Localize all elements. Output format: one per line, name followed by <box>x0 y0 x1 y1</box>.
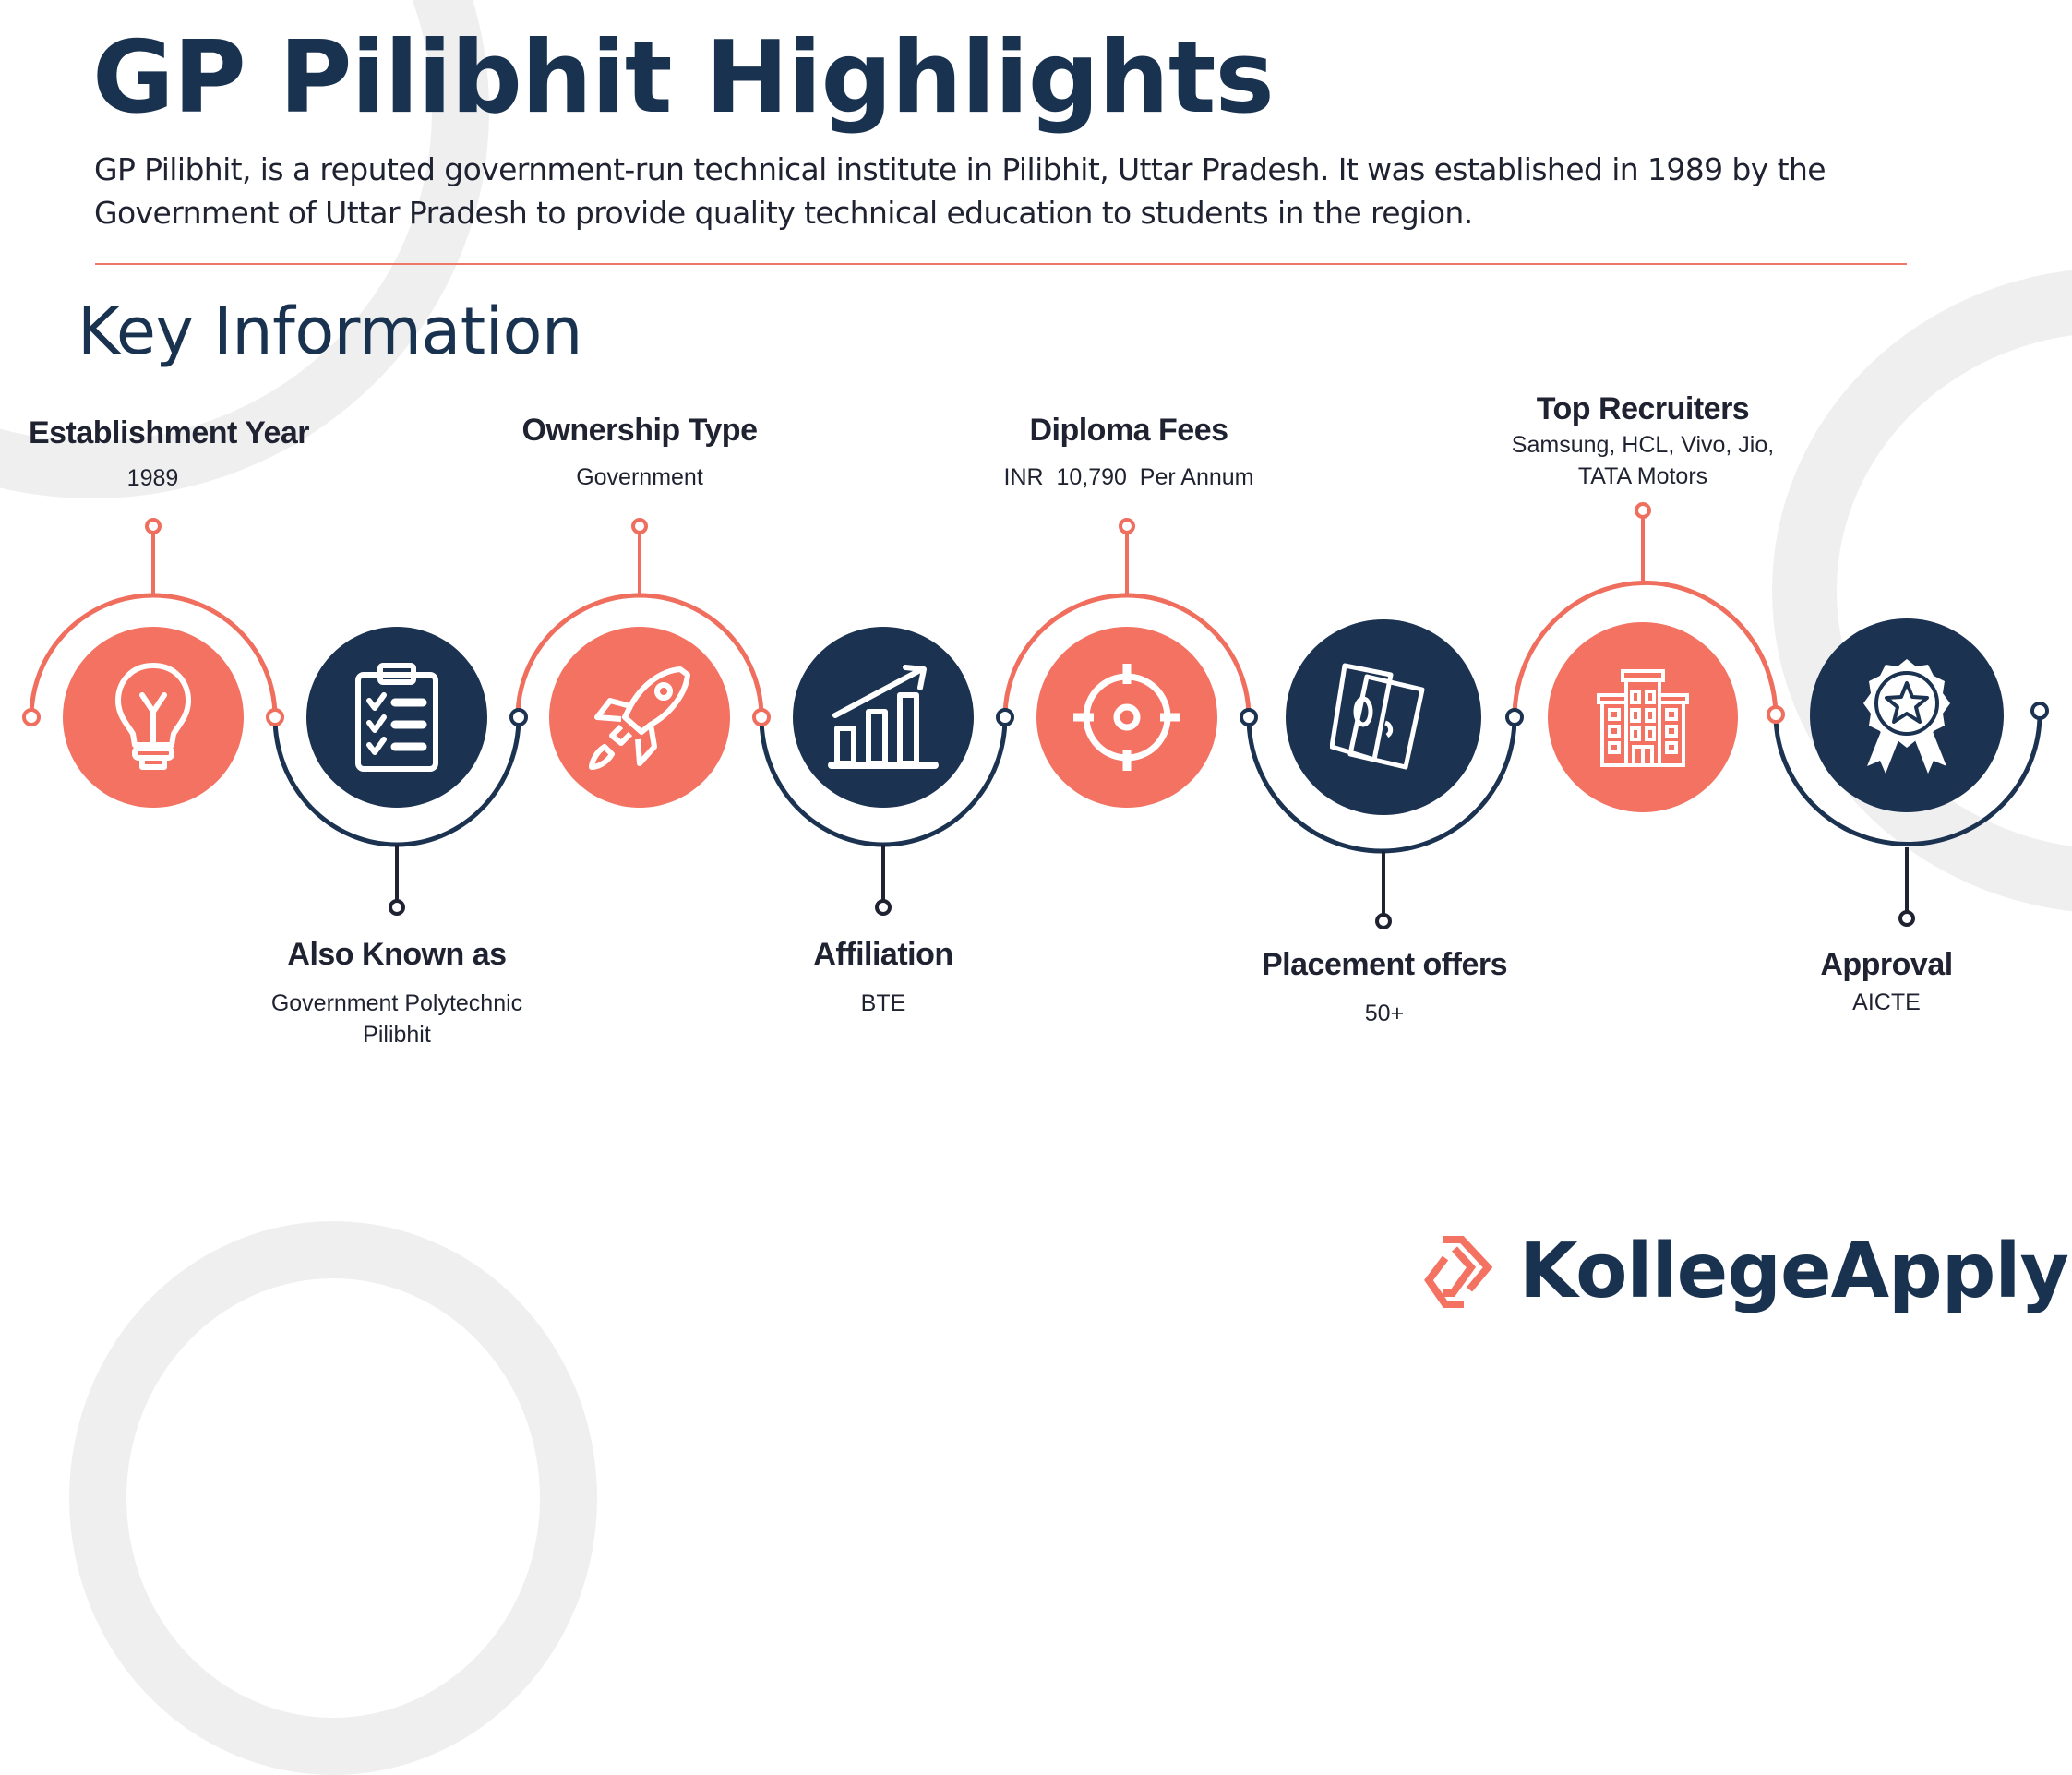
item-value: INR 10,790 Per Annum <box>1003 464 1254 490</box>
item-title: Ownership Type <box>521 413 758 448</box>
item-title: Establishment Year <box>28 415 310 450</box>
item-fees-circle <box>1036 627 1217 808</box>
item-title: Top Recruiters <box>1536 391 1750 426</box>
item-value: AICTE <box>1852 989 1921 1015</box>
item-ownership-label: Ownership Type Government <box>522 413 758 493</box>
item-value: Government Polytechnic <box>270 990 523 1016</box>
item-title: Also Known as <box>287 937 507 972</box>
item-title: Placement offers <box>1262 947 1508 982</box>
money-icon <box>1330 663 1425 770</box>
item-value: 50+ <box>1364 1001 1405 1026</box>
item-title: Approval <box>1820 947 1953 982</box>
kollegeapply-logo: KollegeApply <box>1423 1228 2069 1315</box>
divider <box>95 263 1907 265</box>
target-icon <box>1073 664 1180 771</box>
item-aka-label: Also Known as Government Polytechnic Pil… <box>271 937 522 1050</box>
lightbulb-icon <box>115 663 191 770</box>
item-title: Affiliation <box>813 937 953 972</box>
building-icon <box>1597 669 1689 767</box>
intro-paragraph: GP Pilibhit, is a reputed government-run… <box>94 151 1826 231</box>
award-badge-icon <box>1863 659 1950 774</box>
item-placement-label: Placement offers 50+ <box>1262 947 1508 1029</box>
rocket-icon <box>589 666 690 770</box>
item-value-line2: TATA Motors <box>1577 463 1708 489</box>
item-value: Government <box>576 464 703 490</box>
timeline-connectors <box>22 502 2049 929</box>
section-title: Key Information <box>78 294 582 369</box>
item-ownership-circle <box>549 627 730 808</box>
item-approval-label: Approval AICTE <box>1820 947 1953 1018</box>
page-title: GP Pilibhit Highlights <box>92 20 1275 136</box>
item-value: BTE <box>860 990 906 1016</box>
item-establishment-label: Establishment Year 1989 <box>28 415 310 494</box>
clipboard-checklist-icon <box>355 663 438 772</box>
item-affiliation-label: Affiliation BTE <box>813 937 953 1019</box>
item-placement-circle <box>1286 619 1481 815</box>
kollegeapply-chevron-icon <box>1424 1235 1493 1308</box>
item-establishment-circle <box>63 627 244 808</box>
item-recruiters-label: Top Recruiters Samsung, HCL, Vivo, Jio, … <box>1512 391 1774 492</box>
item-value-line2: Pilibhit <box>363 1022 431 1048</box>
item-affiliation-circle <box>793 627 974 808</box>
item-value: Samsung, HCL, Vivo, Jio, <box>1511 432 1775 458</box>
item-recruiters-circle <box>1548 622 1738 812</box>
item-fees-label: Diploma Fees INR 10,790 Per Annum <box>1004 413 1254 493</box>
growth-chart-icon <box>828 665 939 769</box>
item-aka-circle <box>306 627 487 808</box>
item-title: Diploma Fees <box>1029 413 1228 448</box>
logo-text: KollegeApply <box>1519 1228 2069 1315</box>
item-value: 1989 <box>126 465 179 491</box>
item-approval-circle <box>1810 618 2004 812</box>
